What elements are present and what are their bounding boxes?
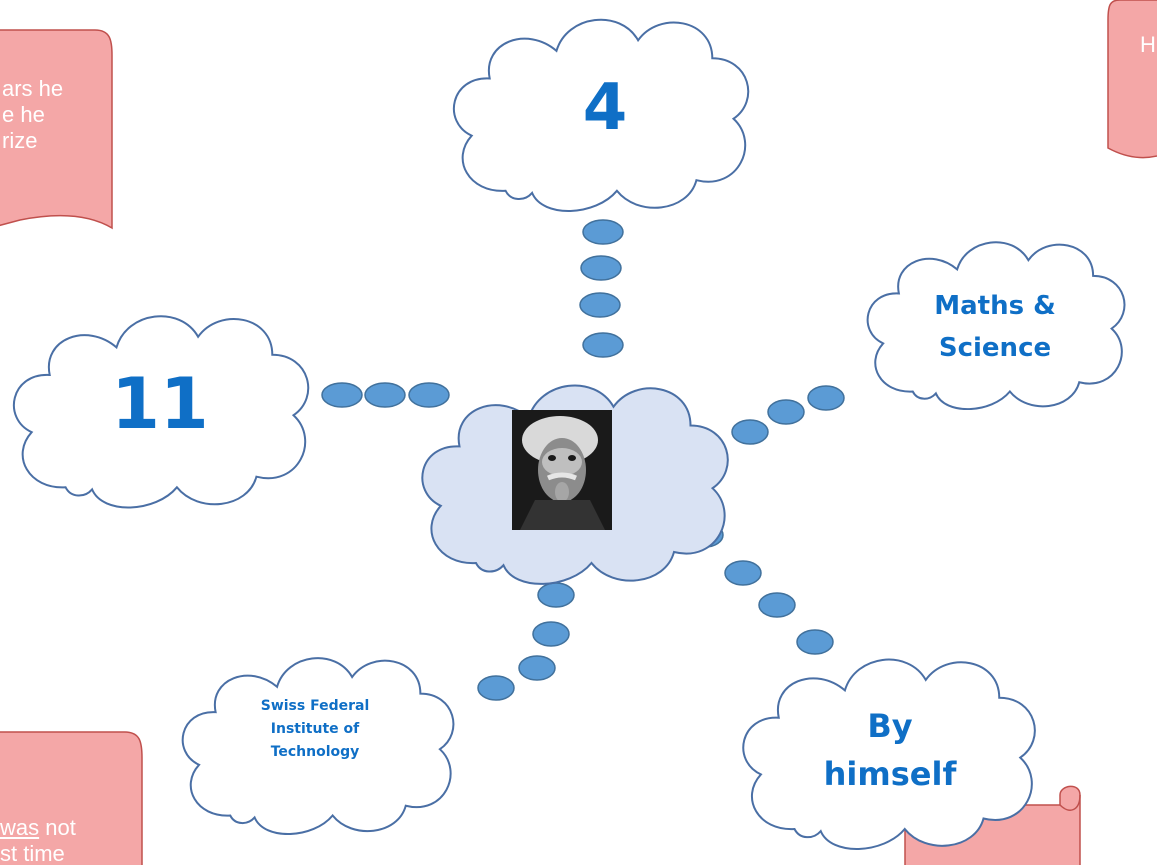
einstein-photo	[512, 410, 612, 530]
connector-right	[731, 385, 845, 445]
scroll-top-left-line-3: rize	[2, 128, 38, 153]
bubble-left-text: 11	[111, 363, 209, 445]
scroll-bottom-left-text: was not st time	[0, 815, 76, 867]
scroll-bottom-left-line-2: st time	[0, 841, 65, 866]
scroll-top-right-line-1: H	[1140, 32, 1156, 57]
connector-top	[579, 219, 624, 358]
bubble-right-text: Maths & Science	[880, 285, 1110, 369]
bubble-right-line-2: Science	[938, 333, 1052, 363]
connector-bottom-left	[477, 582, 575, 701]
scroll-banner-top-left	[0, 29, 113, 230]
scroll-top-left-line-2: e he	[2, 102, 45, 127]
scroll-bottom-left-underlined-word: was	[0, 815, 40, 840]
bubble-bottom-right-line-2: himself	[823, 755, 957, 793]
bubble-bottom-left-line-3: Technology	[270, 744, 360, 760]
scroll-banner-bottom-left	[0, 731, 143, 865]
bubble-bottom-right-text: By himself	[790, 702, 990, 798]
bubble-bottom-left-text: Swiss Federal Institute of Technology	[210, 695, 420, 764]
scroll-top-left-text: ars he e he rize	[2, 76, 63, 154]
connector-left	[321, 382, 450, 408]
scroll-top-left-line-1: ars he	[2, 76, 64, 101]
scroll-bottom-left-line-1-rest: not	[39, 815, 76, 840]
scroll-banner-top-right	[1107, 0, 1157, 159]
scroll-top-right-text: H	[1140, 32, 1156, 58]
bubble-bottom-right-line-1: By	[867, 707, 913, 745]
scroll-bottom-left-line-1: was not	[0, 815, 76, 841]
bubble-right-line-1: Maths &	[934, 291, 1056, 321]
connector-bottom-right	[686, 522, 834, 655]
bubble-bottom-left-line-2: Institute of	[270, 721, 360, 737]
bubble-top-text: 4	[582, 71, 628, 145]
bubble-bottom-left-line-1: Swiss Federal	[260, 698, 370, 714]
